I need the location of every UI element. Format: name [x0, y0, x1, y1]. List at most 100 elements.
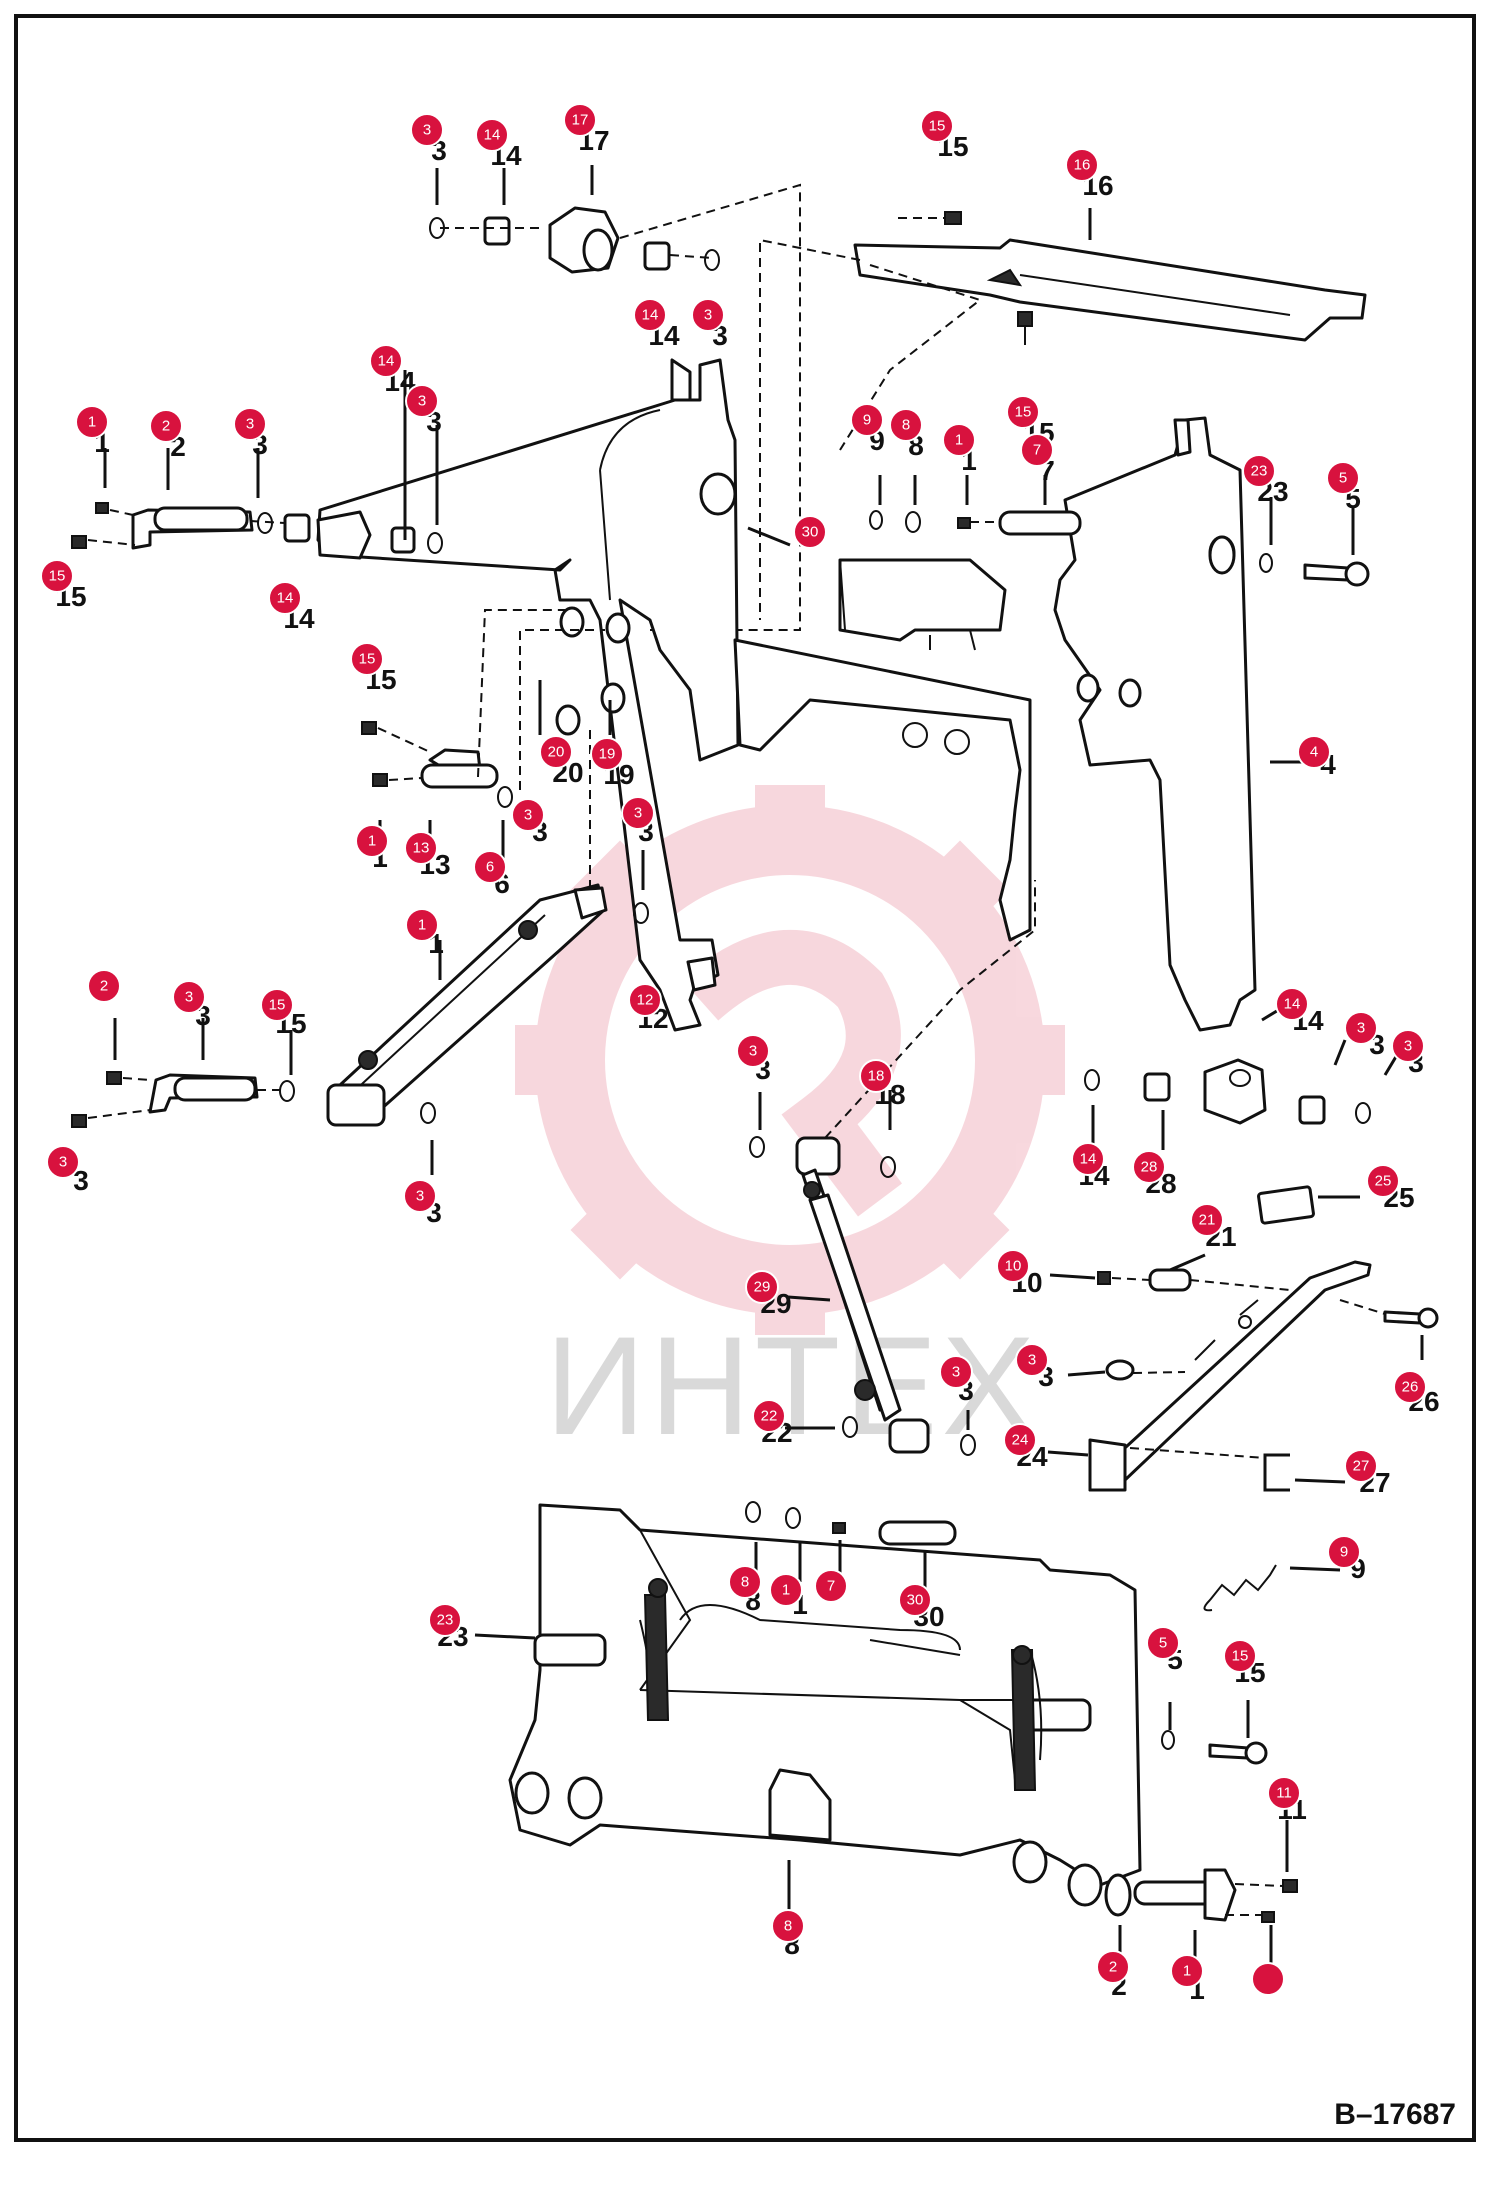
bushing-30-top	[699, 472, 737, 516]
callout-badge-label: 14	[378, 353, 395, 370]
callout: 33	[1344, 1011, 1385, 1060]
callout: 55	[1326, 461, 1361, 514]
callout-badge-label: 3	[1357, 1020, 1365, 1037]
callout: 88	[771, 1909, 805, 1960]
pin-assembly-13	[361, 609, 626, 890]
callout: 11	[769, 1573, 808, 1620]
callout: 33	[233, 407, 268, 460]
callout-badge-label: 18	[868, 1068, 885, 1085]
leader-top-left	[403, 370, 439, 540]
callout: 44	[1297, 735, 1336, 780]
callout-badge-label: 3	[59, 1154, 67, 1171]
callout-badge-label: 25	[1375, 1173, 1392, 1190]
callout-badge-label: 8	[902, 417, 910, 434]
pin-assembly-bottom-center	[745, 1501, 957, 1546]
callout: 66	[473, 850, 510, 899]
spring-27	[1203, 1564, 1277, 1612]
callout-badge-label: 3	[1028, 1352, 1036, 1369]
callout-badge-label: 19	[599, 746, 616, 763]
pin-assembly-center	[869, 510, 1082, 536]
latch-lever-22	[1088, 1260, 1372, 1492]
callout-badge-label: 7	[827, 1578, 835, 1595]
callout-badge-label: 15	[49, 568, 66, 585]
pin-assembly-mid-left	[71, 1071, 295, 1128]
callout-number: 3	[73, 1165, 89, 1196]
callout: 88	[728, 1565, 762, 1616]
callout-badge-label: 10	[1005, 1258, 1022, 1275]
callout-badge-label: 22	[761, 1408, 778, 1425]
callout-badge-label: 7	[1033, 442, 1041, 459]
callout-badge-label: 14	[1080, 1151, 1097, 1168]
callout: 11	[405, 908, 444, 959]
callout: 33	[403, 1179, 442, 1228]
pin-assembly-top-left	[71, 502, 443, 560]
mount-bracket-16	[853, 238, 1367, 342]
callout-badge-label: 3	[704, 307, 712, 324]
callout-badge-label: 1	[418, 917, 426, 934]
callout-badge-label: 1	[782, 1582, 790, 1599]
callout: 11	[1170, 1954, 1205, 2005]
callout-badge-label: 3	[423, 122, 431, 139]
watermark-gear-icon	[515, 785, 1065, 1335]
bolt-assembly-bottom-right	[1161, 1730, 1268, 1765]
tilt-cylinder-10	[749, 880, 1036, 1456]
dash-latch	[1111, 1277, 1386, 1459]
callout-badge-label: 30	[907, 1592, 924, 1609]
callout-badge-label: 4	[1310, 744, 1318, 761]
callout: 11	[942, 423, 977, 476]
dash-top-b	[669, 238, 861, 620]
bolt-assembly-right	[1208, 535, 1370, 587]
callout	[1251, 1962, 1285, 1996]
callout: 55	[1146, 1626, 1183, 1675]
callout-badge-label: 3	[749, 1043, 757, 1060]
pin-assembly-bottom-right	[1104, 1868, 1298, 1923]
cross-tube-center	[733, 558, 1032, 942]
callout: 33	[621, 796, 655, 847]
callout: 33	[405, 384, 442, 437]
callout: 33	[691, 298, 728, 351]
callout: 2	[87, 969, 121, 1003]
callout-badge-label: 1	[1183, 1963, 1191, 1980]
callout-badge-label: 20	[548, 744, 565, 761]
callout-badge-label: 3	[246, 416, 254, 433]
knob-26	[1105, 1359, 1135, 1381]
callout-badge-label: 12	[637, 992, 654, 1009]
callout-badge-label: 3	[185, 989, 193, 1006]
attach-plate-11	[508, 1503, 1142, 1907]
callout-badge-label: 23	[1251, 463, 1268, 480]
callout: 22	[149, 409, 186, 462]
top-hardware	[429, 211, 1033, 345]
callout-badge-label: 14	[277, 590, 294, 607]
callout-badge-label: 15	[1232, 1648, 1249, 1665]
callout-badge-label: 5	[1159, 1635, 1167, 1652]
callout-badge-label: 2	[100, 978, 108, 995]
callout-badge-label: 15	[269, 997, 286, 1014]
callout-badge-label: 29	[754, 1279, 771, 1296]
nut-21	[1097, 1271, 1111, 1285]
callout: 11	[75, 405, 110, 458]
callout-badge-label: 14	[484, 127, 501, 144]
lift-arm-right	[1053, 416, 1257, 1032]
callout-badge-label: 6	[486, 859, 494, 876]
